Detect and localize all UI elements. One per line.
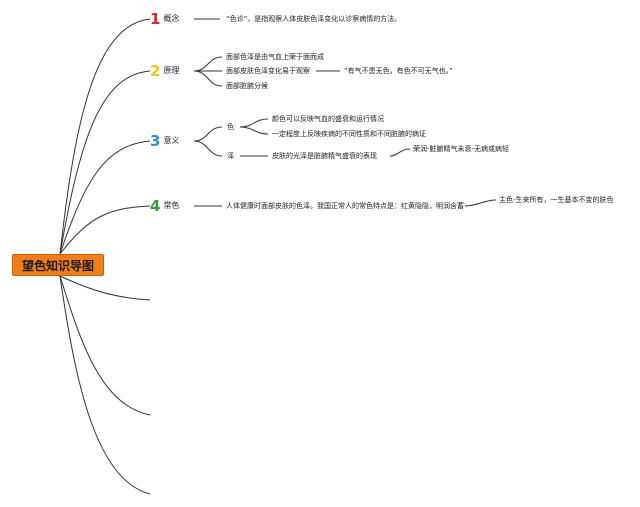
branch-3-label: 意义 [163, 136, 180, 145]
branch-line-6 [59, 275, 151, 416]
branch-2-item-3: 面部脏腑分候 [226, 82, 268, 90]
branch-line-7 [59, 275, 151, 495]
branch-3-sub-1-item-2: 一定程度上反映疾病的不同性质和不同脏腑的病证 [272, 130, 426, 138]
branch-3-sub-1-item-1: 颜色可以反映气血的盛衰和运行情况 [272, 115, 384, 123]
number-4: 4 [150, 197, 161, 215]
central-topic[interactable]: 望色知识导图 [12, 254, 104, 276]
number-1: 1 [150, 10, 161, 28]
connector-3a1 [239, 118, 269, 128]
connector-2c [193, 70, 223, 87]
branch-2-note: “有气不患无色，有色不可无气也。” [344, 67, 453, 75]
connector-3b [193, 140, 223, 157]
branch-2-item-2: 面部皮肤色泽变化易于观察 [226, 67, 310, 75]
branch-3-sub-1-label: 色 [227, 123, 234, 131]
branch-2-node[interactable]: 2 原理 [150, 63, 179, 79]
branch-3-sub-2-label: 泽 [227, 152, 234, 160]
branch-2-label: 原理 [163, 66, 180, 75]
branch-1-item-1: “色诊”，是指观察人体皮肤色泽变化以诊察病情的方法。 [226, 15, 402, 23]
connector-4-detail [464, 199, 497, 207]
branch-3-sub-2-item-1: 皮肤的光泽是脏腑精气盛衰的表现 [272, 152, 377, 160]
connector-3a [193, 126, 223, 142]
branch-4-detail: 主色-生来所有，一生基本不变的肤色 [499, 196, 614, 204]
number-3: 3 [150, 132, 161, 150]
branch-line-3 [59, 140, 151, 255]
branch-line-2 [59, 70, 151, 255]
branch-line-4 [59, 205, 151, 255]
number-2: 2 [150, 62, 161, 80]
branch-4-label: 常色 [163, 201, 180, 210]
branch-4-node[interactable]: 4 常色 [150, 198, 179, 214]
connector-2a [193, 56, 223, 72]
branch-line-1 [59, 18, 151, 255]
branch-3-node[interactable]: 3 意义 [150, 133, 179, 149]
connector-3a2 [239, 126, 269, 135]
branch-4-item-1: 人体健康时面部皮肤的色泽。我国正常人的常色特点是：红黄隐隐，明润含蓄 [226, 202, 464, 210]
branch-1-node[interactable]: 1 概念 [150, 11, 179, 27]
branch-1-label: 概念 [163, 14, 180, 23]
branch-3-sub-2-detail: 荣润-脏腑精气未衰-无病或病轻 [413, 145, 510, 153]
branch-line-5 [59, 275, 151, 301]
connector-3b-detail [389, 148, 411, 157]
branch-2-item-1: 面部色泽是由气血上荣于面而成 [226, 53, 324, 61]
